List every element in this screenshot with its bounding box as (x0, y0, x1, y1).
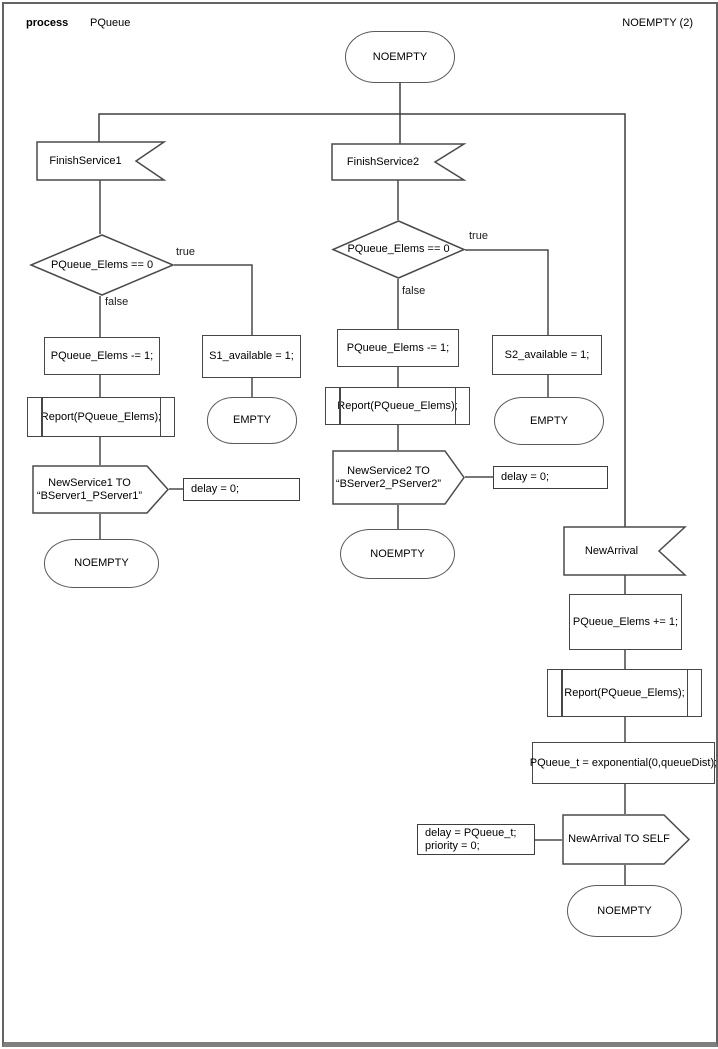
send-attribute-box-middle[interactable]: delay = 0; (493, 466, 608, 489)
send-newservice1[interactable]: NewService1 TO “BServer1_PServer1” (32, 465, 170, 514)
send-attr-label: delay = 0; (191, 483, 240, 495)
receive-flag-shape (563, 526, 687, 576)
end-state-noempty-middle[interactable]: NOEMPTY (340, 529, 455, 579)
assign-s2-available[interactable]: S2_available = 1; (492, 335, 602, 375)
predefined-process-line (454, 388, 456, 424)
send-attr-label: delay = 0; (501, 471, 550, 483)
assign-label: PQueue_Elems -= 1; (346, 341, 450, 354)
receive-finishservice1[interactable]: FinishService1 (36, 141, 167, 181)
start-state-noempty[interactable]: NOEMPTY (345, 31, 455, 83)
decision-diamond-shape (331, 220, 466, 279)
send-attribute-box-left[interactable]: delay = 0; (183, 478, 300, 501)
end-state-empty-left[interactable]: EMPTY (207, 397, 297, 444)
end-state-noempty-right[interactable]: NOEMPTY (567, 885, 682, 937)
decision-middle[interactable]: PQueue_Elems == 0 (331, 220, 466, 279)
decision-diamond-shape (29, 234, 175, 296)
predefined-process-line (159, 398, 161, 436)
assign-label: S1_available = 1; (209, 350, 294, 362)
assign-label: PQueue_Elems += 1; (572, 615, 679, 628)
decision-label: PQueue_Elems == 0 (50, 258, 154, 271)
receive-finishservice2[interactable]: FinishService2 (331, 143, 467, 181)
predefined-process-line (561, 670, 563, 716)
process-name-label: PQueue (90, 17, 131, 29)
report-label: Report(PQueue_Elems); (40, 410, 162, 423)
end-state-label: NOEMPTY (597, 904, 652, 917)
end-state-empty-middle[interactable]: EMPTY (494, 397, 604, 445)
assign-s1-available[interactable]: S1_available = 1; (202, 335, 301, 378)
send-attr-label: delay = PQueue_t; priority = 0; (425, 826, 517, 852)
receive-flag-shape (331, 143, 467, 181)
assign-label: PQueue_t = exponential(0,queueDist); (529, 756, 718, 769)
send-label: NewService2 TO “BServer2_PServer2” (335, 464, 442, 490)
predefined-process-line (41, 398, 43, 436)
false-label-left: false (105, 296, 129, 308)
assign-label: S2_available = 1; (504, 348, 590, 361)
assign-increment-right[interactable]: PQueue_Elems += 1; (569, 594, 682, 650)
decision-left[interactable]: PQueue_Elems == 0 (29, 234, 175, 296)
report-label: Report(PQueue_Elems); (564, 686, 685, 699)
send-newarrival-to-self[interactable]: NewArrival TO SELF (562, 814, 691, 865)
end-state-label: NOEMPTY (74, 557, 129, 569)
end-state-noempty-left[interactable]: NOEMPTY (44, 539, 159, 588)
receive-label: NewArrival (584, 544, 639, 557)
end-state-label: NOEMPTY (370, 547, 425, 560)
receive-flag-shape (36, 141, 167, 181)
true-label-middle: true (469, 230, 488, 242)
report-label: Report(PQueue_Elems); (337, 399, 458, 412)
receive-newarrival[interactable]: NewArrival (563, 526, 687, 576)
assign-decrement-left[interactable]: PQueue_Elems -= 1; (44, 337, 160, 375)
end-state-label: EMPTY (530, 414, 568, 427)
end-state-label: EMPTY (233, 414, 271, 426)
start-state-label: NOEMPTY (372, 50, 428, 63)
send-pentagon-shape (562, 814, 691, 865)
send-label: NewArrival TO SELF (568, 833, 670, 845)
assign-decrement-middle[interactable]: PQueue_Elems -= 1; (337, 329, 459, 367)
process-keyword-label: process (26, 17, 69, 29)
true-label-left: true (176, 246, 195, 258)
assign-pqueue-t[interactable]: PQueue_t = exponential(0,queueDist); (529, 742, 718, 784)
page-title: NOEMPTY (2) (622, 17, 693, 29)
send-label: NewService1 TO “BServer1_PServer1” (36, 476, 143, 502)
report-call-left[interactable]: Report(PQueue_Elems); (27, 397, 175, 437)
receive-label: FinishService2 (346, 155, 420, 168)
false-label-middle: false (402, 285, 426, 297)
report-call-middle[interactable]: Report(PQueue_Elems); (325, 387, 470, 425)
send-pentagon-shape (332, 450, 465, 505)
send-newservice2[interactable]: NewService2 TO “BServer2_PServer2” (332, 450, 465, 505)
predefined-process-line (686, 670, 688, 716)
predefined-process-line (339, 388, 341, 424)
send-attribute-box-right[interactable]: delay = PQueue_t; priority = 0; (417, 824, 535, 855)
decision-label: PQueue_Elems == 0 (347, 243, 450, 255)
send-pentagon-shape (32, 465, 170, 514)
receive-label: FinishService1 (49, 154, 122, 167)
report-call-right[interactable]: Report(PQueue_Elems); (547, 669, 702, 717)
assign-label: PQueue_Elems -= 1; (50, 349, 154, 362)
